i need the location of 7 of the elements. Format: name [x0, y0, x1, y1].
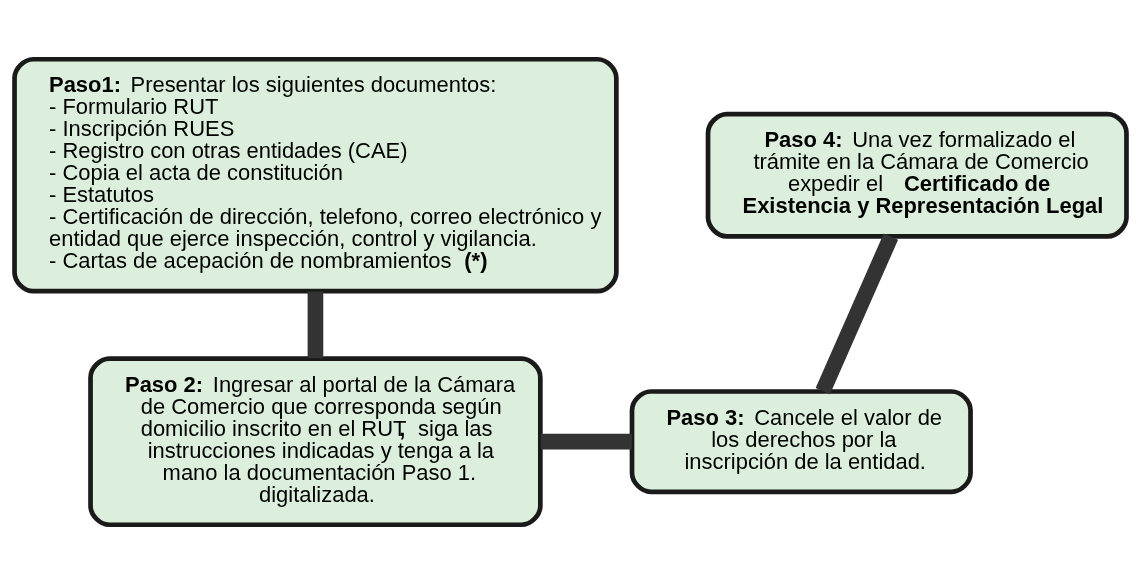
node-box: Paso 2: Ingresar al portal de la Cámara de Comercio que corresponda según domicilio inscrito en el RUT, siga las instrucciones indicadas y tenga a la mano la documentación Paso 1. digitalizada.	[88, 356, 543, 528]
connector	[540, 433, 632, 450]
node-box: Paso 3: Cancele el valor de los derechos por la inscripción de la entidad.	[629, 389, 973, 495]
connector	[815, 233, 899, 395]
node-box: Paso 4: Una vez formalizado el trámite en la Cámara de Comercio expedir el Certificado de Existencia y Representación Legal	[705, 111, 1129, 239]
connector	[307, 291, 324, 359]
node-box: Paso1: Presentar los siguientes documentos: - Formulario RUT - Inscripción RUES - Registro con otras entidades (CAE) - Copia el acta de constitución - Estatutos - Certificación de dirección, telefono, correo electrónico y entidad que ejerce inspección, control y vigilancia. - Cartas de acepación de nombramientos (*)	[12, 56, 619, 294]
